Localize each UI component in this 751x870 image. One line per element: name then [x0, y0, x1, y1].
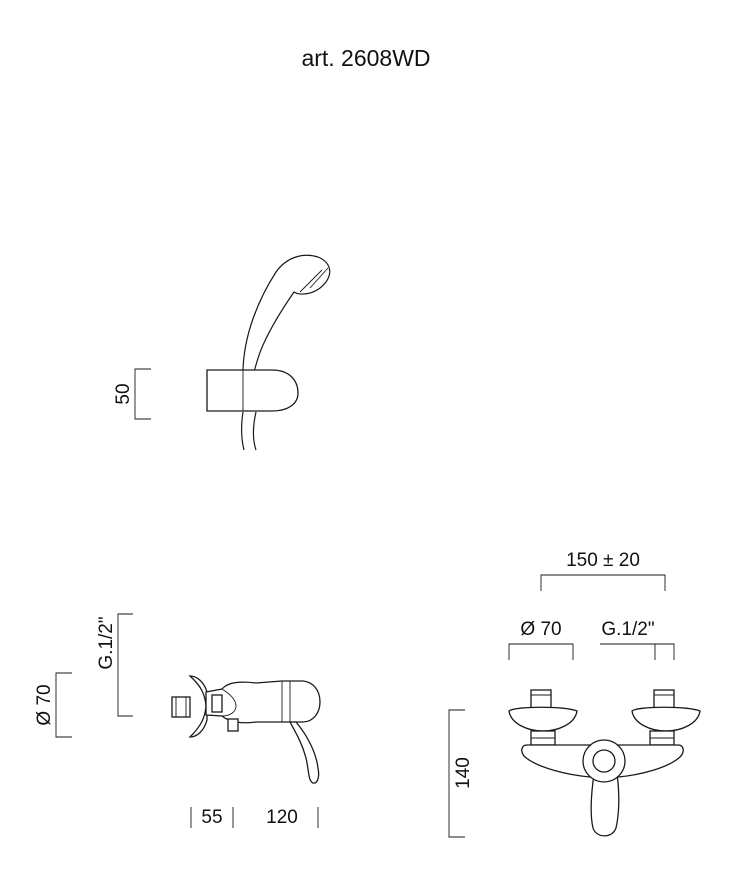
side-diameter-label: Ø 70: [34, 684, 55, 725]
front-height-label: 140: [453, 757, 474, 789]
shower-hose: [241, 411, 245, 451]
dim-line-diameter-front: [508, 643, 574, 660]
front-spacing-label: 150 ± 20: [566, 550, 640, 571]
front-view: 150 ± 20 Ø 70 G.1/2" 140: [448, 550, 701, 838]
front-cartridge-inner: [592, 749, 616, 773]
front-left-flange: [508, 706, 578, 732]
front-thread-label: G.1/2": [601, 619, 654, 640]
dim-line-50: [134, 368, 151, 420]
shower-holder: [206, 369, 299, 412]
dim-line-thread-front: [600, 643, 675, 660]
front-lever: [590, 773, 620, 837]
side-depth-label-b: 120: [266, 807, 298, 828]
side-depth-label-a: 55: [201, 807, 222, 828]
dim-line-depth: [190, 807, 319, 828]
dim-line-diameter-side: [55, 672, 72, 738]
side-body: [205, 680, 321, 724]
front-right-flange: [631, 706, 701, 732]
dim-line-spacing: [540, 574, 666, 591]
front-diameter-label: Ø 70: [520, 619, 561, 640]
side-flange: [188, 675, 208, 738]
dim-line-height-front: [448, 709, 465, 838]
side-lever: [288, 721, 320, 784]
side-view: Ø 70 G.1/2" 55 120: [34, 613, 321, 828]
shower-handle: [242, 254, 331, 373]
side-thread-label: G.1/2": [96, 616, 117, 669]
side-inlet-fitting: [171, 696, 191, 718]
drawing-title: art. 2608WD: [301, 45, 430, 71]
dim-line-thread-side: [117, 613, 133, 717]
shower-height-label: 50: [113, 383, 134, 404]
side-outlet: [227, 718, 239, 732]
hand-shower-view: 50: [113, 254, 331, 451]
